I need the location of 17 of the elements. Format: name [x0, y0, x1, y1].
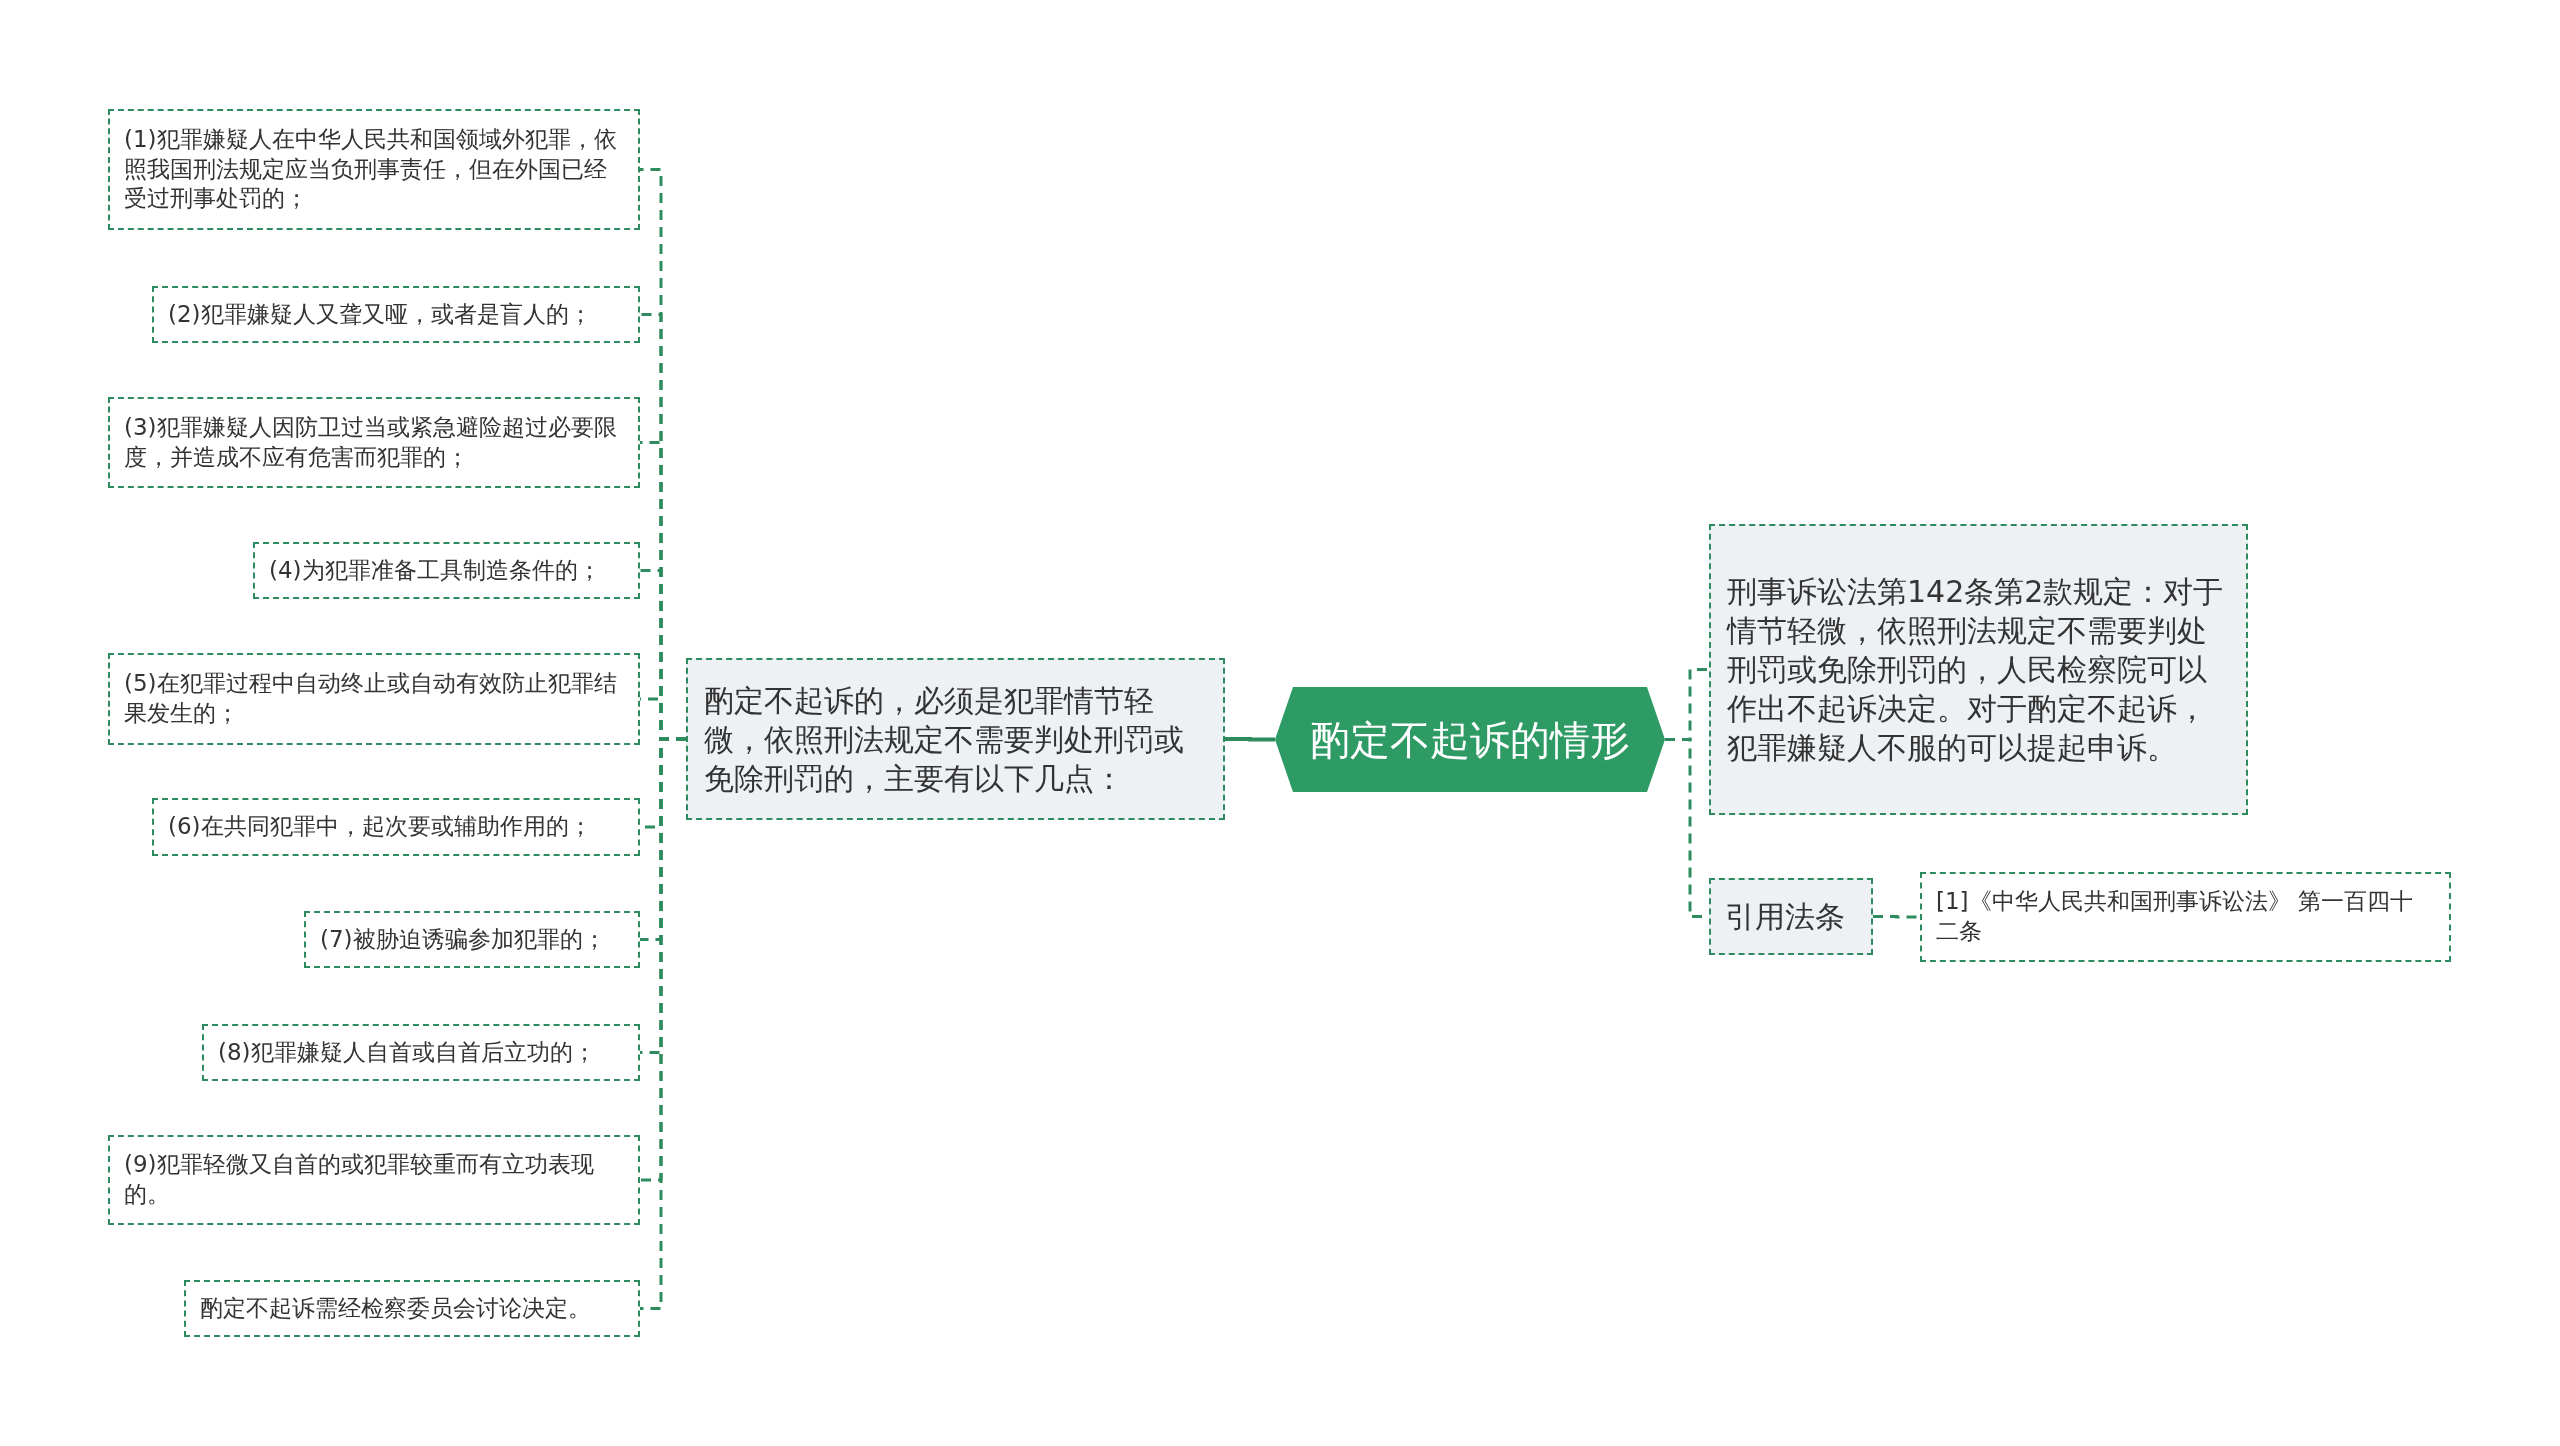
text-box: (9)犯罪轻微又自首的或犯罪较重而有立功表现的。 — [108, 1135, 640, 1225]
text-box: (7)被胁迫诱骗参加犯罪的； — [304, 911, 640, 968]
text-box: [1]《中华人民共和国刑事诉讼法》 第一百四十二条 — [1920, 872, 2451, 962]
topic-box: 引用法条 — [1709, 878, 1873, 955]
text-box: (3)犯罪嫌疑人因防卫过当或紧急避险超过必要限度，并造成不应有危害而犯罪的； — [108, 397, 640, 488]
text-box: (6)在共同犯罪中，起次要或辅助作用的； — [152, 798, 640, 856]
text-box: 酌定不起诉需经检察委员会讨论决定。 — [184, 1280, 640, 1337]
text-box: (2)犯罪嫌疑人又聋又哑，或者是盲人的； — [152, 286, 640, 343]
text-box: (1)犯罪嫌疑人在中华人民共和国领域外犯罪，依照我国刑法规定应当负刑事责任，但在外国已经受过刑事处罚的； — [108, 109, 640, 230]
connector-line — [1225, 737, 1275, 742]
topic-box: 刑事诉讼法第142条第2款规定：对于情节轻微，依照刑法规定不需要判处刑罚或免除刑罚的，人民检察院可以作出不起诉决定。对于酌定不起诉，犯罪嫌疑人不服的可以提起申诉。 — [1709, 524, 2248, 815]
text-box: (5)在犯罪过程中自动终止或自动有效防止犯罪结果发生的； — [108, 653, 640, 745]
connector-line — [1873, 915, 1920, 919]
topic-hexagon: 酌定不起诉的情形 — [1275, 687, 1665, 792]
text-box: (4)为犯罪准备工具制造条件的； — [253, 542, 640, 599]
text-box: (8)犯罪嫌疑人自首或自首后立功的； — [202, 1024, 640, 1081]
topic-box: 酌定不起诉的，必须是犯罪情节轻微，依照刑法规定不需要判处刑罚或免除刑罚的，主要有以下几点： — [686, 658, 1225, 820]
